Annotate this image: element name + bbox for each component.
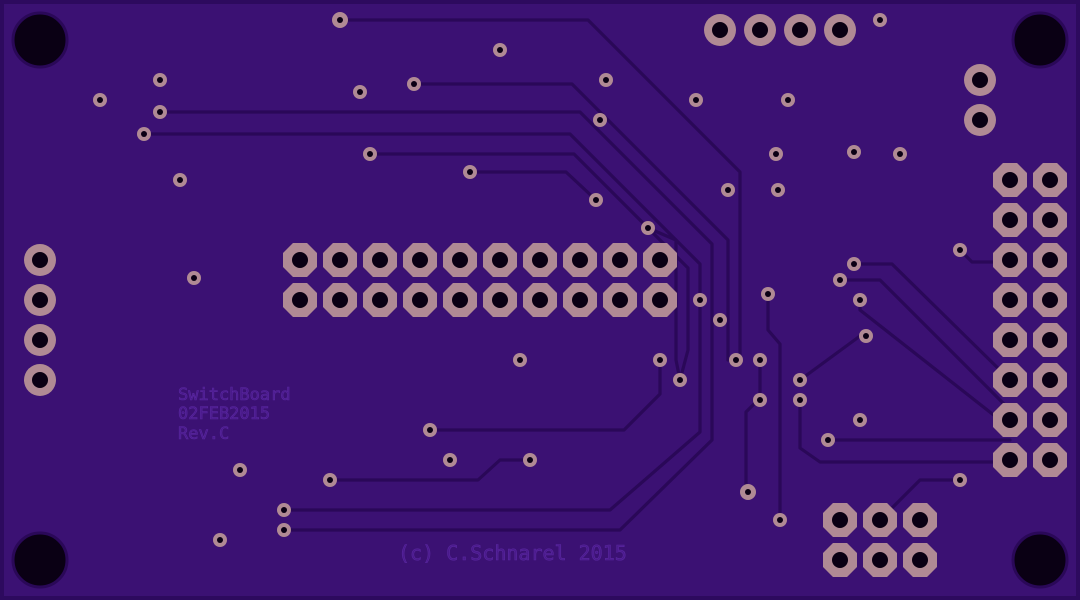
pad-hole xyxy=(832,552,848,568)
pad-hole xyxy=(912,552,928,568)
pad-hole xyxy=(492,292,508,308)
board-revision-label: Rev.C xyxy=(178,424,229,444)
pad-hole xyxy=(1002,412,1018,428)
pad-hole xyxy=(1002,172,1018,188)
pad-hole xyxy=(32,292,48,308)
pad-hole xyxy=(1002,212,1018,228)
pad-hole xyxy=(572,252,588,268)
pad-hole xyxy=(372,292,388,308)
mounting-hole-top-right xyxy=(1011,11,1069,69)
pad-hole xyxy=(412,292,428,308)
pad-hole xyxy=(872,512,888,528)
pad-hole xyxy=(972,72,988,88)
mounting-hole-bottom-right xyxy=(1011,531,1069,589)
pad-hole xyxy=(1002,252,1018,268)
pad-hole xyxy=(492,252,508,268)
pad-hole xyxy=(32,372,48,388)
mounting-hole-top-left xyxy=(11,11,69,69)
pad-hole xyxy=(612,252,628,268)
pad-hole xyxy=(412,252,428,268)
pad-hole xyxy=(292,252,308,268)
pad-hole xyxy=(612,292,628,308)
pad-hole xyxy=(292,292,308,308)
copyright-label: (c) C.Schnarel 2015 xyxy=(398,541,627,565)
mounting-holes xyxy=(11,11,1069,589)
board-name-label: SwitchBoard xyxy=(178,385,291,405)
mounting-hole-bottom-left xyxy=(11,531,69,589)
pad-hole xyxy=(452,292,468,308)
pad-hole xyxy=(332,292,348,308)
board-date-label: 02FEB2015 xyxy=(178,404,270,424)
pad-hole xyxy=(832,512,848,528)
connector-pads xyxy=(24,14,1067,577)
pad-hole xyxy=(752,22,768,38)
pad-hole xyxy=(1042,172,1058,188)
pad-hole xyxy=(1002,332,1018,348)
pad-hole xyxy=(1042,372,1058,388)
pad-hole xyxy=(792,22,808,38)
pad-hole xyxy=(652,252,668,268)
pad-hole xyxy=(32,332,48,348)
pad-hole xyxy=(1002,452,1018,468)
pad-hole xyxy=(652,292,668,308)
pad-hole xyxy=(1042,252,1058,268)
pad-hole xyxy=(372,252,388,268)
pad-hole xyxy=(532,292,548,308)
pad-hole xyxy=(1042,292,1058,308)
pad-hole xyxy=(832,22,848,38)
pad-hole xyxy=(1042,332,1058,348)
pad-hole xyxy=(32,252,48,268)
pad-hole xyxy=(452,252,468,268)
pad-hole xyxy=(1042,212,1058,228)
pad-hole xyxy=(872,552,888,568)
pad-hole xyxy=(1002,372,1018,388)
pad-hole xyxy=(712,22,728,38)
pad-hole xyxy=(1042,452,1058,468)
pad-hole xyxy=(532,252,548,268)
pad-hole xyxy=(912,512,928,528)
pad-hole xyxy=(572,292,588,308)
pad-hole xyxy=(972,112,988,128)
pad-hole xyxy=(1042,412,1058,428)
via-holes xyxy=(97,17,963,543)
pad-hole xyxy=(1002,292,1018,308)
pad-hole xyxy=(332,252,348,268)
